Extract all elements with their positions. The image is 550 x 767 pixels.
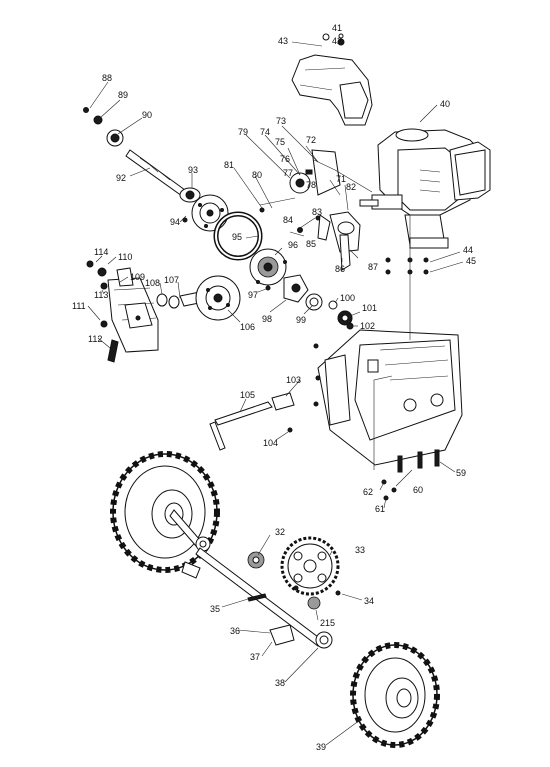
callout-60: 60	[413, 485, 423, 495]
axle-assembly	[181, 536, 341, 649]
callout-44: 44	[463, 245, 473, 255]
callout-110: 110	[118, 252, 132, 262]
callout-99: 99	[296, 315, 306, 325]
callout-111: 111	[72, 301, 86, 311]
callout-80: 80	[252, 170, 262, 180]
callout-61: 61	[375, 504, 385, 514]
drive-belt	[213, 211, 263, 261]
callout-90: 90	[142, 110, 152, 120]
callout-98: 98	[262, 314, 272, 324]
callout-labels: 41 42 43 40 88 89 90 92 93 94 81 79 80 7…	[72, 23, 476, 752]
callout-82: 82	[346, 182, 356, 192]
callout-109: 109	[130, 272, 145, 282]
callout-59: 59	[456, 468, 466, 478]
callout-40: 40	[440, 99, 450, 109]
callout-37: 37	[250, 652, 260, 662]
callout-78: 78	[306, 180, 316, 190]
leader-lines	[87, 41, 464, 746]
callout-113: 113	[94, 290, 108, 300]
callout-106: 106	[240, 322, 255, 332]
idler-assembly	[259, 149, 361, 271]
callout-73: 73	[276, 116, 286, 126]
callout-71: 71	[336, 174, 346, 184]
callout-112: 112	[88, 334, 102, 344]
callout-108: 108	[145, 278, 160, 288]
callout-105: 105	[240, 390, 255, 400]
shift-lever	[209, 392, 295, 451]
auger-worm-assembly	[83, 107, 229, 232]
gear-shaft-parts	[265, 274, 354, 330]
callout-43: 43	[278, 36, 288, 46]
callout-107: 107	[164, 275, 179, 285]
callout-84: 84	[283, 215, 293, 225]
callout-41: 41	[332, 23, 342, 33]
callout-89: 89	[118, 90, 128, 100]
callout-96: 96	[288, 240, 298, 250]
callout-62: 62	[363, 487, 373, 497]
callout-35: 35	[210, 604, 220, 614]
callout-93: 93	[188, 165, 198, 175]
engine	[359, 128, 491, 249]
callout-38: 38	[275, 678, 285, 688]
frame-housing	[313, 257, 463, 501]
callout-101: 101	[362, 303, 377, 313]
callout-104: 104	[263, 438, 278, 448]
callout-83: 83	[312, 207, 322, 217]
callout-88: 88	[102, 73, 112, 83]
left-wheel	[110, 451, 220, 573]
callout-92: 92	[116, 173, 126, 183]
callout-215: 215	[320, 618, 335, 628]
callout-97: 97	[248, 290, 258, 300]
callout-94: 94	[170, 217, 180, 227]
drive-pulley	[249, 248, 287, 286]
callout-86: 86	[335, 264, 345, 274]
callout-102: 102	[360, 321, 375, 331]
callout-45: 45	[466, 256, 476, 266]
callout-33: 33	[355, 545, 365, 555]
callout-75: 75	[275, 137, 285, 147]
callout-114: 114	[94, 247, 108, 257]
callout-36: 36	[230, 626, 240, 636]
callout-39: 39	[316, 742, 326, 752]
right-wheel	[350, 642, 440, 748]
belt-cover	[291, 33, 373, 126]
callout-32: 32	[275, 527, 285, 537]
callout-77: 77	[283, 168, 293, 178]
callout-100: 100	[340, 293, 355, 303]
callout-95: 95	[232, 232, 242, 242]
callout-79: 79	[238, 127, 248, 137]
callout-74: 74	[260, 127, 270, 137]
callout-42: 42	[332, 36, 342, 46]
callout-85: 85	[306, 239, 316, 249]
callout-76: 76	[280, 154, 290, 164]
callout-34: 34	[364, 596, 374, 606]
callout-103: 103	[286, 375, 301, 385]
callout-87: 87	[368, 262, 378, 272]
callout-81: 81	[224, 160, 234, 170]
callout-72: 72	[306, 135, 316, 145]
